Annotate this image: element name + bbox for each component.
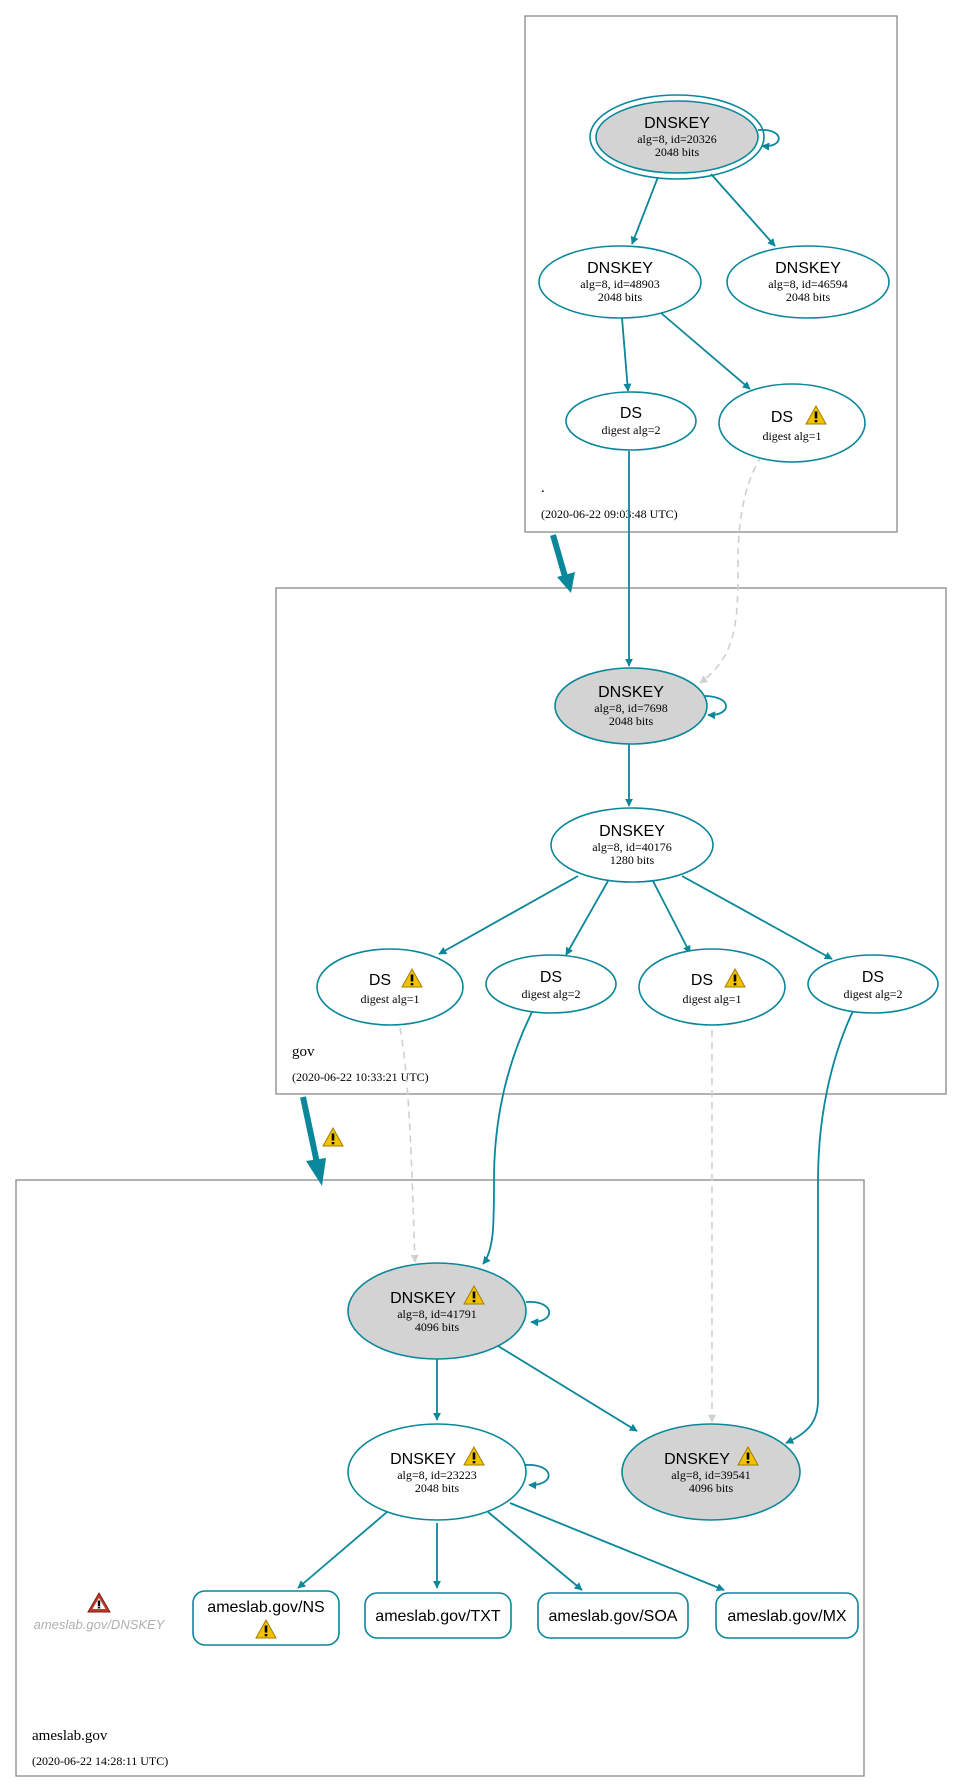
- rrset-soa[interactable]: ameslab.gov/SOA: [537, 1592, 689, 1639]
- node-gov-ds2-line1: digest alg=2: [521, 987, 580, 1001]
- edge-ame-zsk-ns: [297, 1511, 388, 1589]
- node-root-ds2-line1: digest alg=1: [762, 429, 821, 443]
- node-root-ds1-title: DS: [620, 405, 642, 422]
- edge-root-ksk-self: [757, 129, 780, 151]
- delegation-root-to-gov-head: [557, 572, 575, 593]
- delegation-warning-icon: [322, 1127, 344, 1147]
- node-ame-ksk1[interactable]: DNSKEY alg=8, id=41791 4096 bits: [347, 1262, 527, 1360]
- node-ame-ksk1-line2: 4096 bits: [415, 1320, 460, 1334]
- zone-ameslab-box: [15, 1179, 865, 1777]
- error-dnskey-label: ameslab.gov/DNSKEY: [34, 1617, 166, 1632]
- node-gov-ds1[interactable]: DS digest alg=1: [316, 948, 464, 1026]
- node-gov-ds2-title: DS: [540, 969, 562, 986]
- node-root-zsk1-title: DNSKEY: [587, 260, 653, 277]
- rrset-txt-label: ameslab.gov/TXT: [375, 1608, 501, 1625]
- node-gov-ds4-title: DS: [862, 969, 884, 986]
- node-gov-ds3-title: DS: [691, 972, 713, 989]
- node-root-ds1[interactable]: DS digest alg=2: [565, 391, 697, 451]
- node-root-zsk1[interactable]: DNSKEY alg=8, id=48903 2048 bits: [538, 245, 702, 319]
- zone-gov-timestamp: (2020-06-22 10:33:21 UTC): [292, 1070, 429, 1084]
- edge-gov-ds1-ameksk1-dashed: [399, 1027, 419, 1263]
- rrset-ns-label: ameslab.gov/NS: [207, 1599, 324, 1616]
- edge-ame-zsk-self: [523, 1464, 550, 1490]
- node-ame-zsk-line2: 2048 bits: [415, 1481, 460, 1495]
- node-gov-ksk-title: DNSKEY: [598, 684, 664, 701]
- edge-root-ksk-zsk1: [630, 176, 659, 245]
- edge-root-zsk1-ds2: [660, 312, 751, 390]
- node-gov-ds1-title: DS: [369, 972, 391, 989]
- node-root-ksk-line1: alg=8, id=20326: [637, 132, 717, 146]
- edge-gov-ksk-self: [701, 695, 727, 720]
- node-root-ksk-title: DNSKEY: [644, 115, 710, 132]
- node-root-zsk2-line2: 2048 bits: [786, 290, 831, 304]
- node-gov-ds3[interactable]: DS digest alg=1: [638, 948, 786, 1026]
- edge-ame-zsk-mx: [509, 1502, 725, 1591]
- node-gov-ksk-line1: alg=8, id=7698: [594, 701, 668, 715]
- node-root-zsk1-line1: alg=8, id=48903: [580, 277, 660, 291]
- node-ame-ksk2-title: DNSKEY: [664, 1451, 730, 1468]
- node-ame-ksk1-line1: alg=8, id=41791: [397, 1307, 477, 1321]
- node-root-ds2[interactable]: DS digest alg=1: [718, 383, 866, 463]
- zone-ameslab-label: ameslab.gov: [32, 1728, 108, 1744]
- node-ame-ksk2[interactable]: DNSKEY alg=8, id=39541 4096 bits: [621, 1423, 801, 1521]
- edge-root-ksk-zsk2: [710, 173, 776, 247]
- node-root-ds2-title: DS: [771, 409, 793, 426]
- rrset-soa-label: ameslab.gov/SOA: [549, 1608, 678, 1625]
- node-ame-ksk2-line1: alg=8, id=39541: [671, 1468, 751, 1482]
- edge-root-zsk1-ds1: [621, 317, 632, 392]
- edge-gov-ds4-ameksk2: [785, 1010, 854, 1444]
- edge-gov-zsk-ds3: [652, 880, 691, 954]
- node-gov-ds4[interactable]: DS digest alg=2: [807, 954, 939, 1014]
- node-ame-ksk1-title: DNSKEY: [390, 1290, 456, 1307]
- edge-ame-ksk1-self: [525, 1301, 550, 1327]
- node-gov-zsk-line2: 1280 bits: [610, 853, 655, 867]
- delegation-gov-to-ameslab-head: [306, 1158, 326, 1186]
- rrset-mx-label: ameslab.gov/MX: [727, 1608, 846, 1625]
- rrset-ns[interactable]: ameslab.gov/NS: [192, 1590, 340, 1646]
- rrset-mx[interactable]: ameslab.gov/MX: [715, 1592, 859, 1639]
- node-root-zsk2[interactable]: DNSKEY alg=8, id=46594 2048 bits: [726, 245, 890, 319]
- node-gov-zsk-line1: alg=8, id=40176: [592, 840, 672, 854]
- edge-gov-ds2-ameksk1: [482, 1009, 534, 1265]
- node-ame-ksk2-line2: 4096 bits: [689, 1481, 734, 1495]
- zone-gov-box: [275, 587, 947, 1095]
- zone-root-label: .: [541, 480, 545, 496]
- edge-gov-zsk-ds1: [438, 875, 579, 955]
- delegation-root-to-gov: [550, 534, 569, 581]
- node-root-ds1-line1: digest alg=2: [601, 423, 660, 437]
- node-ame-zsk[interactable]: DNSKEY alg=8, id=23223 2048 bits: [347, 1423, 527, 1521]
- node-root-zsk2-line1: alg=8, id=46594: [768, 277, 848, 291]
- node-gov-ds4-line1: digest alg=2: [843, 987, 902, 1001]
- node-gov-ds3-line1: digest alg=1: [682, 992, 741, 1006]
- zone-gov-label: gov: [292, 1044, 315, 1060]
- node-root-ksk[interactable]: DNSKEY alg=8, id=20326 2048 bits: [589, 94, 765, 180]
- error-icon: [87, 1592, 111, 1613]
- node-gov-ksk-line2: 2048 bits: [609, 714, 654, 728]
- rrset-txt[interactable]: ameslab.gov/TXT: [364, 1592, 512, 1639]
- edge-gov-zsk-ds2: [565, 880, 609, 956]
- zone-root-timestamp: (2020-06-22 09:03:48 UTC): [541, 507, 678, 521]
- node-root-ksk-line2: 2048 bits: [655, 145, 700, 159]
- zone-root-box: [524, 15, 898, 533]
- error-dnskey[interactable]: ameslab.gov/DNSKEY: [34, 1592, 166, 1632]
- node-root-zsk2-title: DNSKEY: [775, 260, 841, 277]
- delegation-gov-to-ameslab: [300, 1096, 320, 1164]
- zone-ameslab-timestamp: (2020-06-22 14:28:11 UTC): [32, 1754, 168, 1768]
- node-gov-zsk-title: DNSKEY: [599, 823, 665, 840]
- node-gov-zsk[interactable]: DNSKEY alg=8, id=40176 1280 bits: [550, 807, 714, 883]
- edge-root-ds2-govksk-dashed: [699, 455, 763, 684]
- node-gov-ds1-line1: digest alg=1: [360, 992, 419, 1006]
- node-root-zsk1-line2: 2048 bits: [598, 290, 643, 304]
- node-gov-ksk[interactable]: DNSKEY alg=8, id=7698 2048 bits: [554, 667, 708, 745]
- edge-ame-ksk1-ksk2: [497, 1345, 638, 1432]
- node-gov-ds2[interactable]: DS digest alg=2: [485, 954, 617, 1014]
- node-ame-zsk-line1: alg=8, id=23223: [397, 1468, 477, 1482]
- edge-gov-zsk-ds4: [681, 875, 833, 960]
- edge-ame-zsk-soa: [487, 1511, 583, 1591]
- node-ame-zsk-title: DNSKEY: [390, 1451, 456, 1468]
